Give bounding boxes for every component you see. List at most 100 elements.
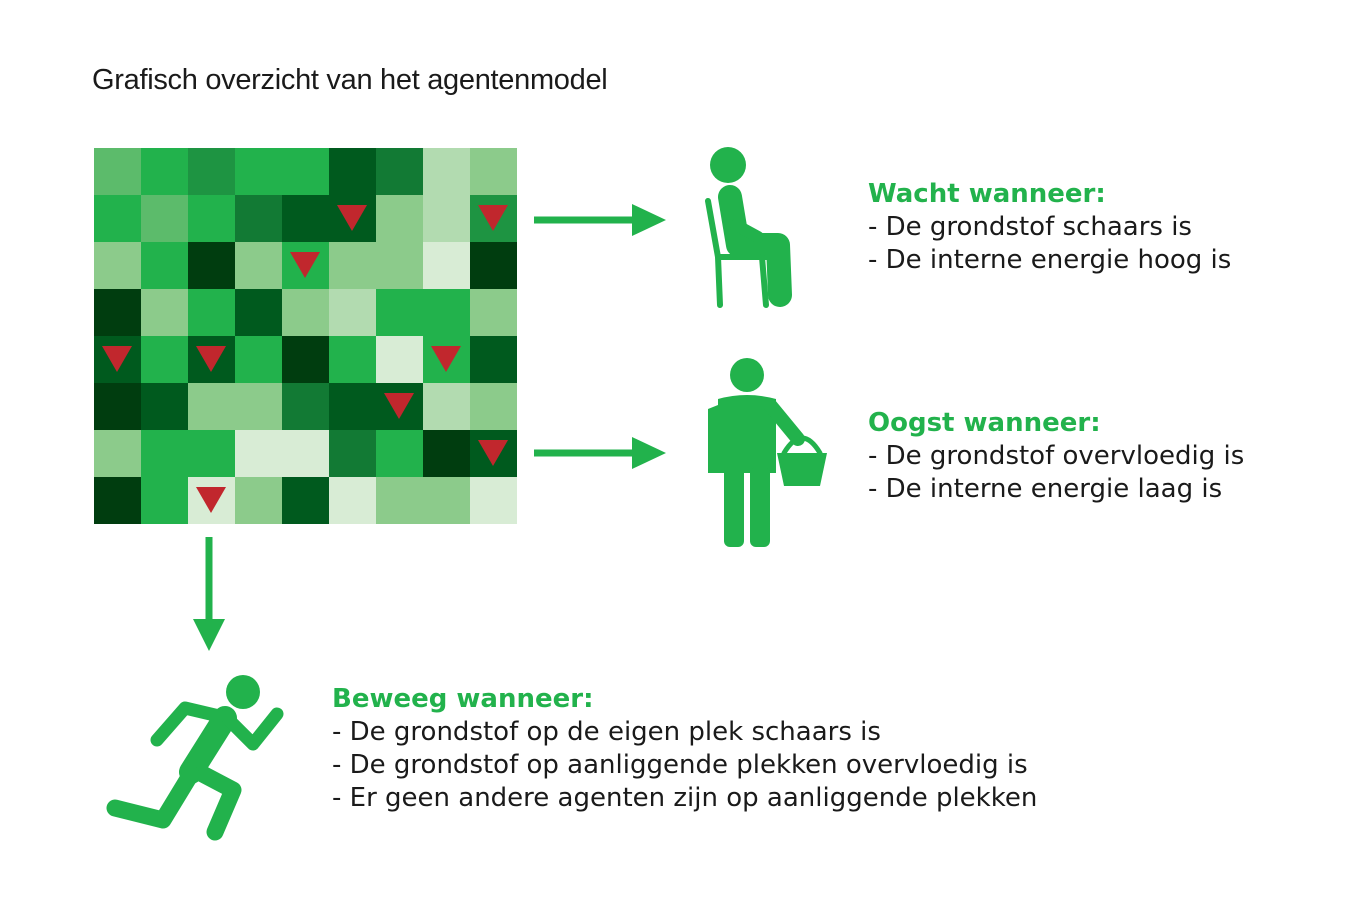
grid-cell xyxy=(282,477,329,524)
grid-cell xyxy=(235,195,282,242)
grid-cell xyxy=(423,148,470,195)
grid-cell xyxy=(235,148,282,195)
grid-cell xyxy=(235,430,282,477)
grid-cell xyxy=(329,430,376,477)
arrow-to-wait xyxy=(534,204,666,236)
grid-cell xyxy=(188,242,235,289)
grid-cell xyxy=(376,336,423,383)
move-condition-2: - De grondstof op aanliggende plekken ov… xyxy=(332,750,1028,780)
grid-cell xyxy=(423,289,470,336)
grid-cell xyxy=(376,477,423,524)
arrow-to-harvest xyxy=(534,437,666,469)
wait-heading: Wacht wanneer: xyxy=(868,179,1106,209)
grid-cell xyxy=(188,148,235,195)
grid-cell xyxy=(188,477,235,524)
diagram-title: Grafisch overzicht van het agentenmodel xyxy=(92,64,608,96)
grid-cell xyxy=(94,289,141,336)
grid-cell xyxy=(94,477,141,524)
grid-cell xyxy=(94,336,141,383)
grid-cell xyxy=(470,477,517,524)
grid-cell xyxy=(282,430,329,477)
grid-cell xyxy=(282,148,329,195)
move-rules: Beweeg wanneer: - De grondstof op de eig… xyxy=(332,683,1037,815)
grid-cell xyxy=(282,195,329,242)
grid-cell xyxy=(282,383,329,430)
agent-marker-icon xyxy=(196,487,226,513)
grid-cell xyxy=(282,242,329,289)
grid-cell xyxy=(188,383,235,430)
harvest-condition-1: - De grondstof overvloedig is xyxy=(868,441,1245,471)
grid-cell xyxy=(470,383,517,430)
grid-cell xyxy=(423,430,470,477)
grid-cell xyxy=(94,195,141,242)
agent-marker-icon xyxy=(384,393,414,419)
agent-marker-icon xyxy=(478,205,508,231)
grid-cell xyxy=(329,383,376,430)
grid-cell xyxy=(423,477,470,524)
grid-cell xyxy=(141,430,188,477)
grid-cell xyxy=(94,242,141,289)
agent-marker-icon xyxy=(196,346,226,372)
agent-marker-icon xyxy=(478,440,508,466)
grid-cell xyxy=(470,336,517,383)
grid-cell xyxy=(141,148,188,195)
grid-cell xyxy=(141,383,188,430)
grid-cell xyxy=(329,336,376,383)
move-heading: Beweeg wanneer: xyxy=(332,684,594,714)
grid-cell xyxy=(470,242,517,289)
grid-cell xyxy=(188,195,235,242)
grid-cell xyxy=(329,148,376,195)
grid-cell xyxy=(329,477,376,524)
grid-cell xyxy=(141,195,188,242)
grid-cell xyxy=(282,336,329,383)
grid-cell xyxy=(470,430,517,477)
grid-cell xyxy=(376,195,423,242)
grid-cell xyxy=(188,289,235,336)
move-condition-3: - Er geen andere agenten zijn op aanligg… xyxy=(332,783,1038,813)
grid-cell xyxy=(470,289,517,336)
harvest-rules: Oogst wanneer: - De grondstof overvloedi… xyxy=(868,407,1244,506)
grid-cell xyxy=(235,336,282,383)
harvest-condition-2: - De interne energie laag is xyxy=(868,474,1223,504)
grid-cell xyxy=(329,242,376,289)
grid-cell xyxy=(188,430,235,477)
wait-rules: Wacht wanneer: - De grondstof schaars is… xyxy=(868,178,1231,277)
grid-cell xyxy=(141,242,188,289)
grid-cell xyxy=(141,336,188,383)
grid-cell xyxy=(235,383,282,430)
grid-cell xyxy=(235,477,282,524)
wait-condition-1: - De grondstof schaars is xyxy=(868,212,1192,242)
grid-cell xyxy=(235,242,282,289)
grid-cell xyxy=(376,430,423,477)
grid-cell xyxy=(141,289,188,336)
grid-cell xyxy=(376,148,423,195)
agent-marker-icon xyxy=(337,205,367,231)
grid-cell xyxy=(235,289,282,336)
grid-cell xyxy=(282,289,329,336)
arrow-to-move xyxy=(193,537,225,651)
grid-cell xyxy=(94,383,141,430)
grid-cell xyxy=(141,477,188,524)
move-condition-1: - De grondstof op de eigen plek schaars … xyxy=(332,717,881,747)
grid-cell xyxy=(188,336,235,383)
grid-cell xyxy=(329,195,376,242)
grid-cell xyxy=(470,195,517,242)
grid-cell xyxy=(94,148,141,195)
grid-cell xyxy=(376,242,423,289)
sitting-person-icon xyxy=(705,147,792,308)
grid-cell xyxy=(470,148,517,195)
grid-cell xyxy=(94,430,141,477)
wait-condition-2: - De interne energie hoog is xyxy=(868,245,1232,275)
agent-marker-icon xyxy=(431,346,461,372)
grid-cell xyxy=(423,242,470,289)
grid-cell xyxy=(329,289,376,336)
resource-grid xyxy=(94,148,517,524)
grid-cell xyxy=(423,195,470,242)
person-with-basket-icon xyxy=(708,358,827,547)
agent-marker-icon xyxy=(102,346,132,372)
grid-cell xyxy=(423,336,470,383)
harvest-heading: Oogst wanneer: xyxy=(868,408,1101,438)
grid-cell xyxy=(423,383,470,430)
grid-cell xyxy=(376,383,423,430)
running-person-icon xyxy=(106,675,284,841)
